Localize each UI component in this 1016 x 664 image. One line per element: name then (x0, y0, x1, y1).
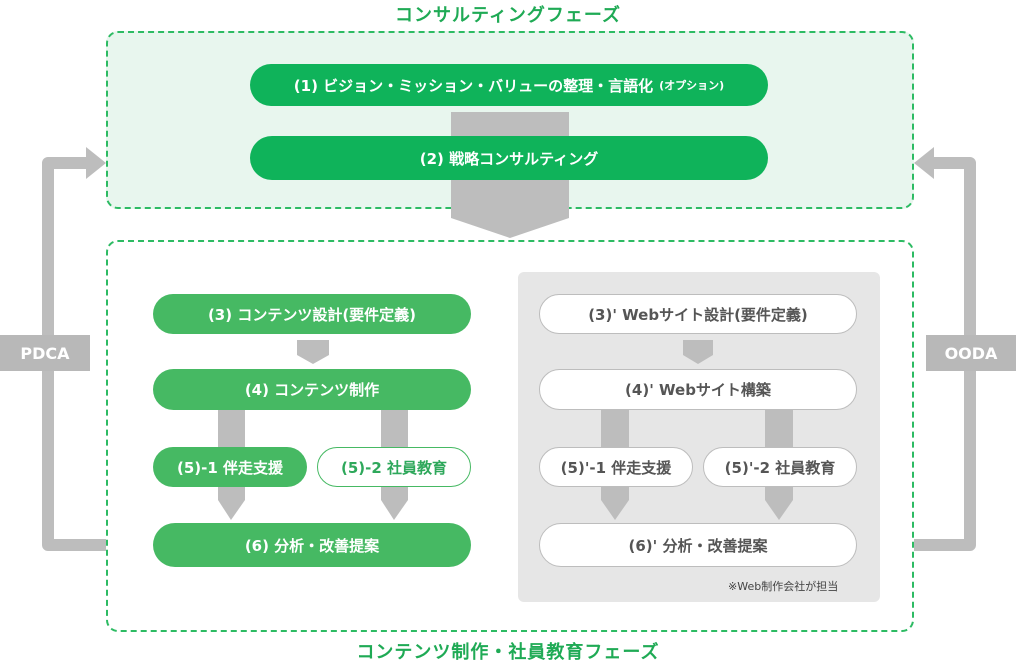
right-step4-pill: (4)' Webサイト構築 (539, 369, 857, 410)
step1-note: (オプション) (659, 79, 725, 92)
left-step5-1-pill: (5)-1 伴走支援 (153, 447, 307, 487)
connector-bar (451, 112, 569, 140)
right-arrow-3-4 (683, 340, 713, 364)
ooda-label: OODA (926, 335, 1016, 371)
web-vendor-note: ※Web制作会社が担当 (728, 580, 839, 593)
left-step3-pill: (3) コンテンツ設計(要件定義) (153, 294, 471, 334)
left-arrow-3-4 (297, 340, 329, 364)
right-step6-pill: (6)' 分析・改善提案 (539, 523, 857, 567)
consulting-phase-title: コンサルティングフェーズ (394, 5, 622, 26)
left-step4-pill: (4) コンテンツ制作 (153, 369, 471, 410)
right-step5-1-pill: (5)'-1 伴走支援 (539, 447, 693, 487)
step1-pill: (1) ビジョン・ミッション・バリューの整理・言語化 (オプション) (250, 64, 768, 106)
pdca-arrowhead (86, 147, 106, 179)
big-down-arrow (451, 178, 569, 238)
step1-label: (1) ビジョン・ミッション・バリューの整理・言語化 (293, 76, 654, 95)
step2-pill: (2) 戦略コンサルティング (250, 136, 768, 180)
ooda-arrowhead (914, 147, 934, 179)
right-step3-pill: (3)' Webサイト設計(要件定義) (539, 294, 857, 334)
right-step5-2-pill: (5)'-2 社員教育 (703, 447, 857, 487)
content-phase-title: コンテンツ制作・社員教育フェーズ (356, 642, 660, 663)
left-step5-2-pill: (5)-2 社員教育 (317, 447, 471, 487)
pdca-label: PDCA (0, 335, 90, 371)
left-step6-pill: (6) 分析・改善提案 (153, 523, 471, 567)
